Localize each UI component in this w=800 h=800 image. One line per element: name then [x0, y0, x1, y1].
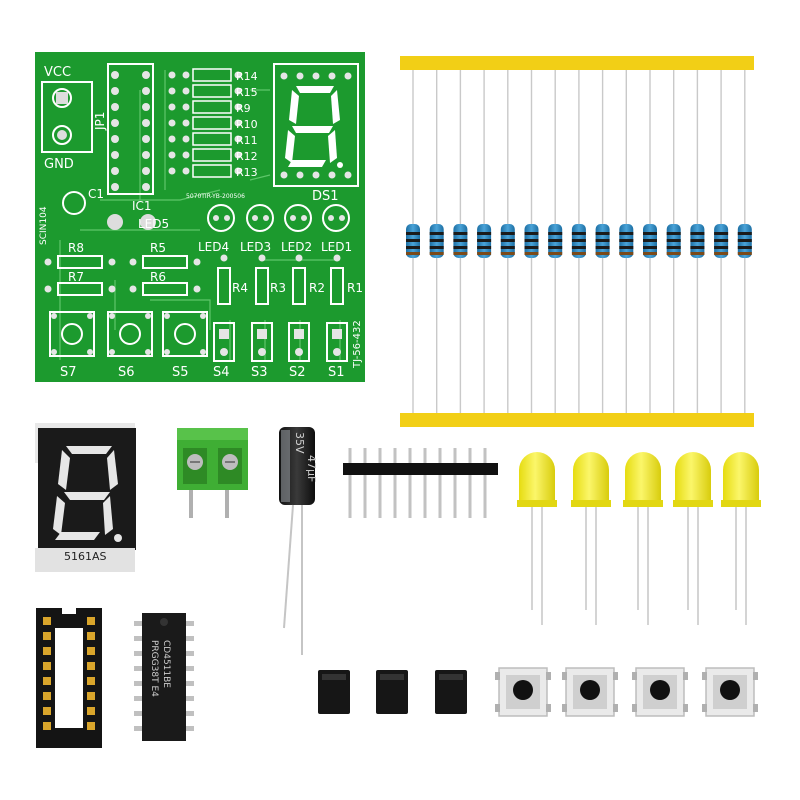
resistor — [643, 70, 657, 413]
resistor — [714, 70, 729, 413]
pcb-label-r4: R4 — [232, 281, 248, 295]
resistor — [737, 70, 752, 413]
resistor — [429, 70, 444, 413]
tactile-switch — [562, 667, 618, 717]
pcb-label-r7: R7 — [68, 270, 84, 284]
display-part-label: 5161AS — [64, 550, 107, 563]
pcb-label-jp1: JP1 — [93, 112, 107, 131]
yellow-led — [623, 452, 663, 625]
resistor — [453, 70, 468, 413]
pcb-label-ds1: DS1 — [312, 189, 339, 204]
resistor — [500, 70, 515, 413]
header-pin — [438, 448, 442, 518]
resistor — [406, 70, 420, 413]
pcb-label-r12: R12 — [236, 150, 258, 163]
resistor — [690, 70, 705, 413]
yellow-led — [517, 452, 557, 625]
header-pin — [348, 448, 352, 518]
pcb-label-led4: LED4 — [198, 240, 229, 254]
pcb-label-r9: R9 — [236, 102, 251, 115]
pcb-label-r3: R3 — [270, 281, 286, 295]
yellow-led — [673, 452, 713, 625]
resistor — [477, 70, 492, 413]
pcb-label-led2: LED2 — [281, 240, 312, 254]
pcb-label-s3: S3 — [251, 365, 268, 380]
pcb-label-r11: R11 — [236, 134, 258, 147]
yellow-led — [721, 452, 761, 625]
pcb-label-vcc: VCC — [44, 65, 71, 80]
pcb-label-s2: S2 — [289, 365, 306, 380]
pcb-label-c1: C1 — [88, 187, 104, 201]
tactile-switch — [632, 667, 688, 717]
yellow-leds — [517, 452, 761, 625]
resistor — [524, 70, 539, 413]
pcb-label-code: TJ-56-432 — [352, 320, 363, 369]
pcb-label-led1: LED1 — [321, 240, 352, 254]
pcb-label-ic1: IC1 — [132, 199, 152, 213]
yellow-led — [571, 452, 611, 625]
pcb-label-s4: S4 — [213, 365, 230, 380]
header-pin — [483, 448, 487, 518]
pcb-label-r6: R6 — [150, 270, 166, 284]
header-pin — [468, 448, 472, 518]
resistor — [548, 70, 563, 413]
pcb-label-s1: S1 — [328, 365, 345, 380]
resistor — [595, 70, 610, 413]
resistor — [571, 70, 586, 413]
header-pin — [453, 448, 457, 518]
pcb-label-r10: R10 — [236, 118, 258, 131]
header-pin — [363, 448, 367, 518]
pcb-label-s6: S6 — [118, 365, 135, 380]
pcb-label-r8: R8 — [68, 241, 84, 255]
pcb-label-s7: S7 — [60, 365, 77, 380]
screw-terminal — [177, 428, 248, 518]
header-pin — [393, 448, 397, 518]
ic-socket — [36, 608, 102, 748]
pcb-label-r13: R13 — [236, 166, 258, 179]
pcb-label-r15: R15 — [236, 86, 258, 99]
tactile-switches — [495, 667, 758, 717]
pcb-label-r5: R5 — [150, 241, 166, 255]
capacitor-value: 47μF — [305, 455, 318, 482]
pcb-board: VCC GND JP1 C1 SCIN104 IC1 LED5 5070TIR-… — [35, 52, 365, 382]
capacitor-voltage: 35V — [293, 432, 306, 454]
pcb-label-led3: LED3 — [240, 240, 271, 254]
resistor — [666, 70, 681, 413]
jumper-cap — [376, 670, 408, 714]
pcb-label-led5: LED5 — [138, 217, 169, 231]
chip-line1: PRGG38T E4 — [149, 640, 159, 697]
resistor-strip — [400, 56, 754, 427]
jumper-caps — [318, 670, 467, 714]
header-pin — [423, 448, 427, 518]
pcb-label-fine: 5070TIR-YB-200506 — [186, 193, 245, 200]
pcb-label-r2: R2 — [309, 281, 325, 295]
tactile-switch — [702, 667, 758, 717]
header-pin — [378, 448, 382, 518]
resistor — [619, 70, 634, 413]
ic-chip: PRGG38T E4 CD4511BE — [134, 613, 194, 741]
header-pin — [408, 448, 412, 518]
seven-segment-display: 5161AS — [35, 423, 136, 572]
pin-header — [343, 448, 498, 518]
electrolytic-capacitor: 35V 47μF — [279, 427, 318, 655]
pcb-label-r14: R14 — [236, 70, 258, 83]
jumper-cap — [435, 670, 467, 714]
tactile-switch — [495, 667, 551, 717]
pcb-label-gnd: GND — [44, 157, 74, 172]
jumper-cap — [318, 670, 350, 714]
chip-line2: CD4511BE — [161, 640, 171, 688]
pcb-label-r1: R1 — [347, 281, 363, 295]
pcb-label-s5: S5 — [172, 365, 189, 380]
pcb-label-side: SCIN104 — [39, 206, 49, 245]
